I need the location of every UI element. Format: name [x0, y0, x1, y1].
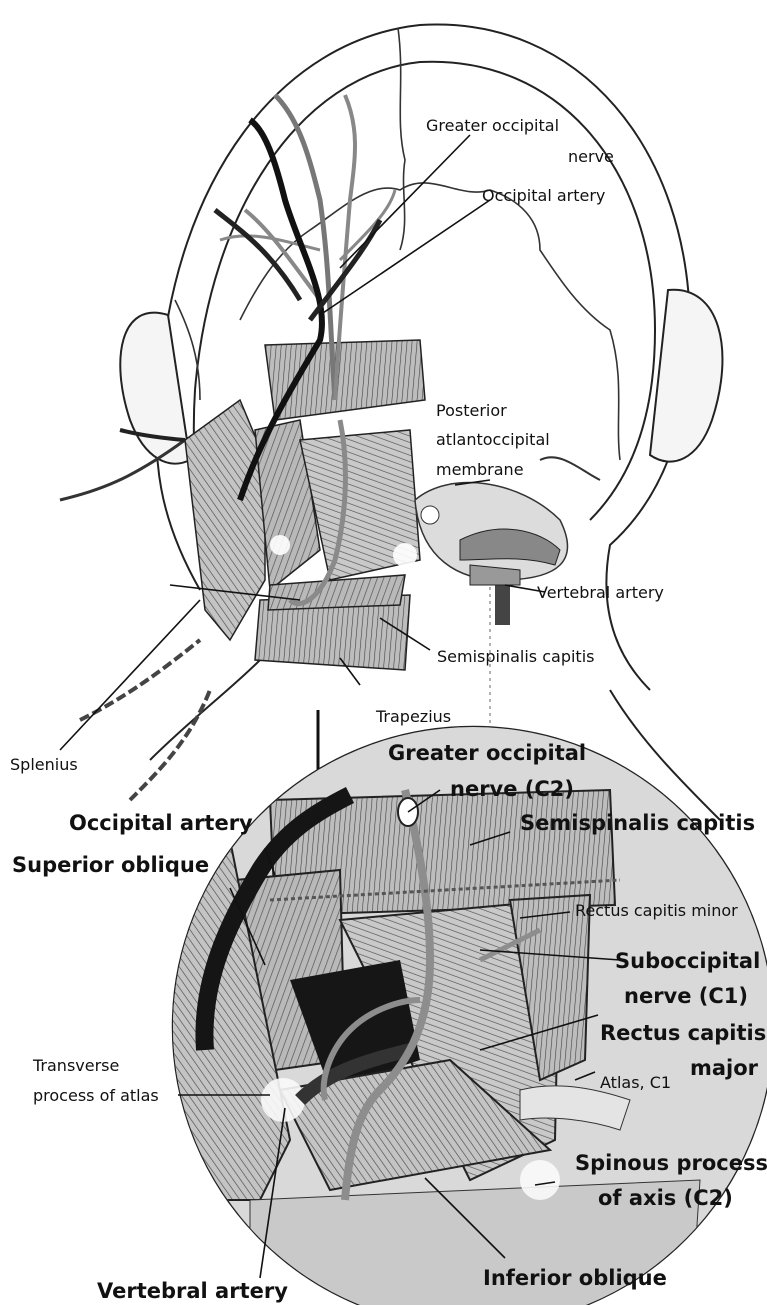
label-atlas-c1: Atlas, C1 [600, 1073, 671, 1092]
label-vertebral-artery-upper: Vertebral artery [537, 583, 664, 602]
label-vertebral-artery-detail: Vertebral artery [97, 1279, 288, 1303]
label-occipital-artery: Occipital artery [482, 186, 605, 205]
label-semispinalis-capitis-detail: Semispinalis capitis [520, 811, 755, 835]
label-greater-occipital-nerve: Greater occipitalnerve [426, 116, 614, 166]
ear-right [650, 290, 722, 462]
label-superior-oblique: Superior oblique [12, 853, 209, 877]
detail-dissection [170, 720, 767, 1305]
label-occipital-artery-detail: Occipital artery [69, 811, 253, 835]
label-trapezius: Trapezius [375, 707, 451, 726]
label-rectus-capitis-minor: Rectus capitis minor [575, 901, 738, 920]
upper-dissection [185, 340, 568, 670]
label-inferior-oblique: Inferior oblique [483, 1266, 667, 1290]
label-splenius: Splenius [10, 755, 78, 774]
label-semispinalis-capitis-upper: Semispinalis capitis [437, 647, 594, 666]
